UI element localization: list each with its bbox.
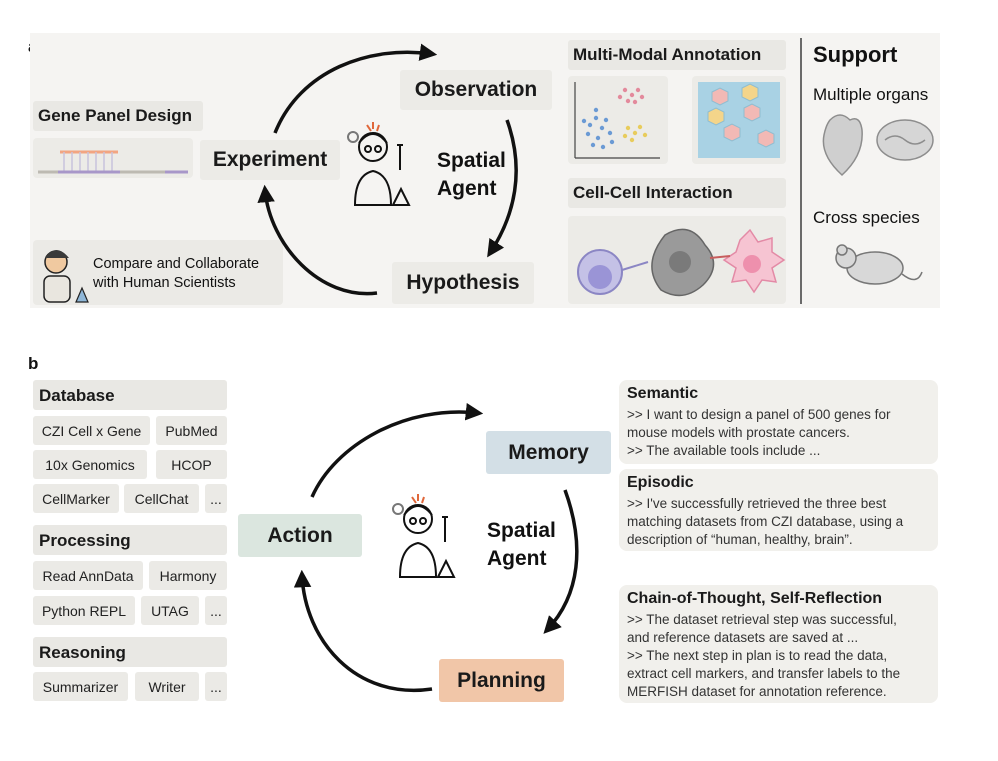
tag-cellmarker: CellMarker — [33, 484, 119, 513]
tag-czi: CZI Cell x Gene — [33, 416, 150, 445]
spatial-agent-label-a: Spatial Agent — [437, 147, 506, 203]
gene-panel-graphic — [38, 150, 188, 174]
episodic-line: description of “human, healthy, brain”. — [627, 532, 853, 547]
cot-line: and reference datasets are saved at ... — [627, 630, 859, 645]
agent-label-a-line1: Spatial — [437, 149, 506, 172]
support-organs: Multiple organs — [813, 85, 929, 104]
database-title: Database — [39, 386, 115, 405]
collaborate-line1: Compare and Collaborate — [93, 256, 260, 272]
stage-experiment: Experiment — [200, 140, 340, 180]
multimodal-header — [568, 40, 786, 70]
tag-reason-more: ... — [205, 672, 227, 701]
gene-panel-title: Gene Panel Design — [38, 106, 192, 125]
tag-harmony: Harmony — [149, 561, 227, 590]
agent-label-b-line2: Agent — [487, 547, 547, 570]
episodic-memory-box: Episodic >> I've successfully retrieved … — [619, 469, 938, 551]
cellcell-header — [568, 178, 786, 208]
episodic-title: Episodic — [627, 474, 694, 491]
processing-title: Processing — [39, 531, 131, 550]
tag-utag: UTAG — [141, 596, 199, 625]
semantic-line: >> The available tools include ... — [627, 443, 821, 458]
cell-interaction-graphic — [577, 228, 786, 297]
panel-b-letter: b — [28, 354, 39, 373]
cot-line: extract cell markers, and transfer label… — [627, 666, 901, 681]
semantic-line: >> I want to design a panel of 500 genes… — [627, 407, 891, 422]
mouse-icon — [835, 244, 923, 285]
collaborate-line2: with Human Scientists — [93, 275, 236, 291]
collaborate-box — [33, 240, 283, 305]
tag-readanndata: Read AnnData — [33, 561, 143, 590]
semantic-memory-box: Semantic >> I want to design a panel of … — [619, 380, 938, 464]
tissue-annotation-graphic — [698, 82, 780, 158]
gene-panel-header — [33, 101, 203, 131]
agent-label-b-line1: Spatial — [487, 519, 556, 542]
cot-line: MERFISH dataset for annotation reference… — [627, 684, 887, 699]
tag-writer: Writer — [135, 672, 199, 701]
tag-pubmed: PubMed — [156, 416, 227, 445]
semantic-title: Semantic — [627, 385, 699, 402]
tag-proc-more: ... — [205, 596, 227, 625]
episodic-line: matching datasets from CZI database, usi… — [627, 514, 904, 529]
arrow-memory-to-planning — [543, 489, 579, 634]
multimodal-title: Multi-Modal Annotation — [573, 45, 762, 64]
human-scientist-icon — [43, 250, 89, 303]
agent-label-a-line2: Agent — [437, 177, 497, 200]
support-title: Support — [813, 42, 898, 67]
arrow-action-to-memory — [310, 402, 484, 498]
spatial-agent-label-b: Spatial Agent — [487, 517, 556, 573]
cot-title: Chain-of-Thought, Self-Reflection — [627, 590, 883, 607]
stage-memory: Memory — [486, 431, 611, 474]
brain-icon — [876, 119, 934, 161]
arrow-hypothesis-to-experiment — [257, 184, 378, 296]
episodic-line: >> I've successfully retrieved the three… — [627, 496, 887, 511]
cot-memory-box: Chain-of-Thought, Self-Reflection >> The… — [619, 585, 938, 703]
heart-icon — [822, 114, 863, 177]
stage-planning: Planning — [439, 659, 564, 702]
cellcell-title: Cell-Cell Interaction — [573, 183, 733, 202]
tag-summarizer: Summarizer — [33, 672, 128, 701]
scientist-agent-icon — [392, 494, 456, 578]
support-species: Cross species — [813, 208, 920, 227]
tag-10x: 10x Genomics — [33, 450, 147, 479]
stage-hypothesis: Hypothesis — [392, 262, 534, 304]
arrow-experiment-to-observation — [273, 43, 438, 134]
cycle-arrows-a — [257, 43, 518, 296]
processing-header — [33, 525, 227, 555]
tag-hcop: HCOP — [156, 450, 227, 479]
arrow-observation-to-hypothesis — [487, 119, 518, 258]
arrow-planning-to-action — [293, 569, 433, 693]
stage-observation: Observation — [400, 70, 552, 110]
reasoning-header — [33, 637, 227, 667]
cycle-arrows-b — [293, 402, 579, 693]
cot-line: >> The next step in plan is to read the … — [627, 648, 888, 663]
umap-scatter-graphic — [574, 82, 660, 159]
scientist-agent-icon — [347, 122, 411, 206]
tag-db-more: ... — [205, 484, 227, 513]
tag-cellchat: CellChat — [124, 484, 199, 513]
support-divider — [800, 38, 802, 304]
tag-pythonrepl: Python REPL — [33, 596, 135, 625]
reasoning-title: Reasoning — [39, 643, 126, 662]
semantic-line: mouse models with prostate cancers. — [627, 425, 850, 440]
cot-line: >> The dataset retrieval step was succes… — [627, 612, 897, 627]
database-header — [33, 380, 227, 410]
stage-action: Action — [238, 514, 362, 557]
